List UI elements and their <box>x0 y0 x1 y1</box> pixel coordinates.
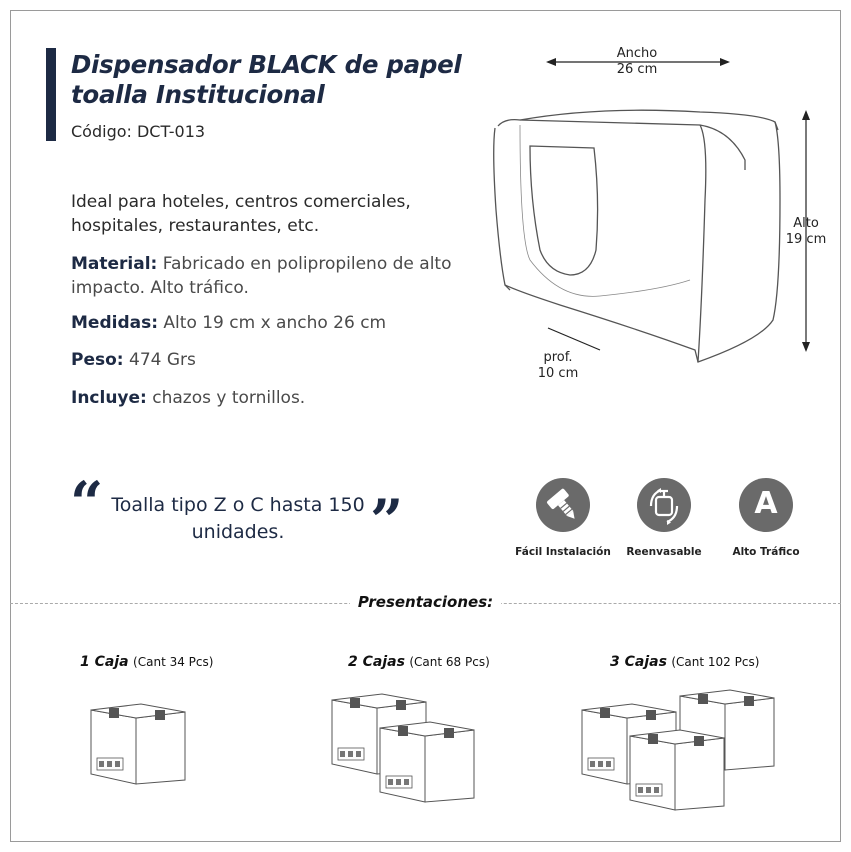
spec-label: Incluye: <box>71 388 147 408</box>
quote-text: Toalla tipo Z o C hasta 150 unidades. <box>111 494 365 543</box>
title-accent-bar <box>46 48 56 141</box>
presentation-quantity: (Cant 34 Pcs) <box>133 655 214 669</box>
product-title: Dispensador BLACK de papel toalla Instit… <box>71 50 462 110</box>
presentations-heading: Presentaciones: <box>349 593 502 611</box>
feature-label: Alto Tráfico <box>732 546 800 558</box>
page-frame <box>10 10 841 842</box>
presentation-name: 1 Caja <box>80 654 129 670</box>
spec-label: Peso: <box>71 350 124 370</box>
presentation-2-label: 2 Cajas (Cant 68 Pcs) <box>348 654 490 670</box>
spec-value: chazos y tornillos. <box>146 388 306 408</box>
spec-material: Material: Fabricado en polipropileno de … <box>71 252 461 300</box>
spec-label: Medidas: <box>71 313 159 333</box>
height-value: 19 cm <box>785 232 827 247</box>
quote-close-mark: ” <box>370 487 404 555</box>
spec-value: 474 Grs <box>123 350 196 370</box>
cardboard-box-icon <box>629 729 725 811</box>
feature-high-traffic: A Alto Tráfico <box>711 478 821 558</box>
feature-refill: Reenvasable <box>609 478 719 558</box>
title-line-1: Dispensador BLACK de papel <box>71 50 462 79</box>
letter-a: A <box>754 486 778 521</box>
depth-value: 10 cm <box>537 366 579 381</box>
feature-label: Fácil Instalación <box>515 546 611 558</box>
title-line-2: toalla Institucional <box>71 80 325 109</box>
height-dimension: Alto 19 cm <box>780 216 832 248</box>
quote-open-mark: “ <box>70 469 104 537</box>
spec-weight: Peso: 474 Grs <box>71 348 461 372</box>
height-label: Alto <box>793 216 819 231</box>
spec-measures: Medidas: Alto 19 cm x ancho 26 cm <box>71 311 461 335</box>
feature-label: Reenvasable <box>626 546 702 558</box>
screw-icon <box>536 478 590 532</box>
spec-value: Fabricado en polipropileno de alto impac… <box>71 254 452 298</box>
refill-icon <box>637 478 691 532</box>
product-code: Código: DCT-013 <box>71 122 206 141</box>
cardboard-box-icon <box>90 703 186 785</box>
presentation-quantity: (Cant 68 Pcs) <box>409 655 490 669</box>
width-value: 26 cm <box>616 62 658 77</box>
depth-label: prof. <box>543 350 573 365</box>
spec-value: Alto 19 cm x ancho 26 cm <box>158 313 387 333</box>
feature-easy-install: Fácil Instalación <box>508 478 618 558</box>
presentation-name: 3 Cajas <box>610 654 667 670</box>
product-description: Ideal para hoteles, centros comerciales,… <box>71 192 411 236</box>
depth-dimension: prof. 10 cm <box>528 350 588 382</box>
letter-a-icon: A <box>739 478 793 532</box>
presentations-heading-wrap: Presentaciones: <box>0 592 851 611</box>
width-label: Ancho <box>616 46 658 61</box>
presentation-quantity: (Cant 102 Pcs) <box>671 655 760 669</box>
spec-includes: Incluye: chazos y tornillos. <box>71 386 461 410</box>
presentation-3-label: 3 Cajas (Cant 102 Pcs) <box>610 654 759 670</box>
width-dimension: Ancho 26 cm <box>604 46 670 78</box>
presentation-name: 2 Cajas <box>348 654 405 670</box>
cardboard-box-icon <box>379 721 475 803</box>
spec-label: Material: <box>71 254 158 274</box>
presentation-1-label: 1 Caja (Cant 34 Pcs) <box>80 654 213 670</box>
